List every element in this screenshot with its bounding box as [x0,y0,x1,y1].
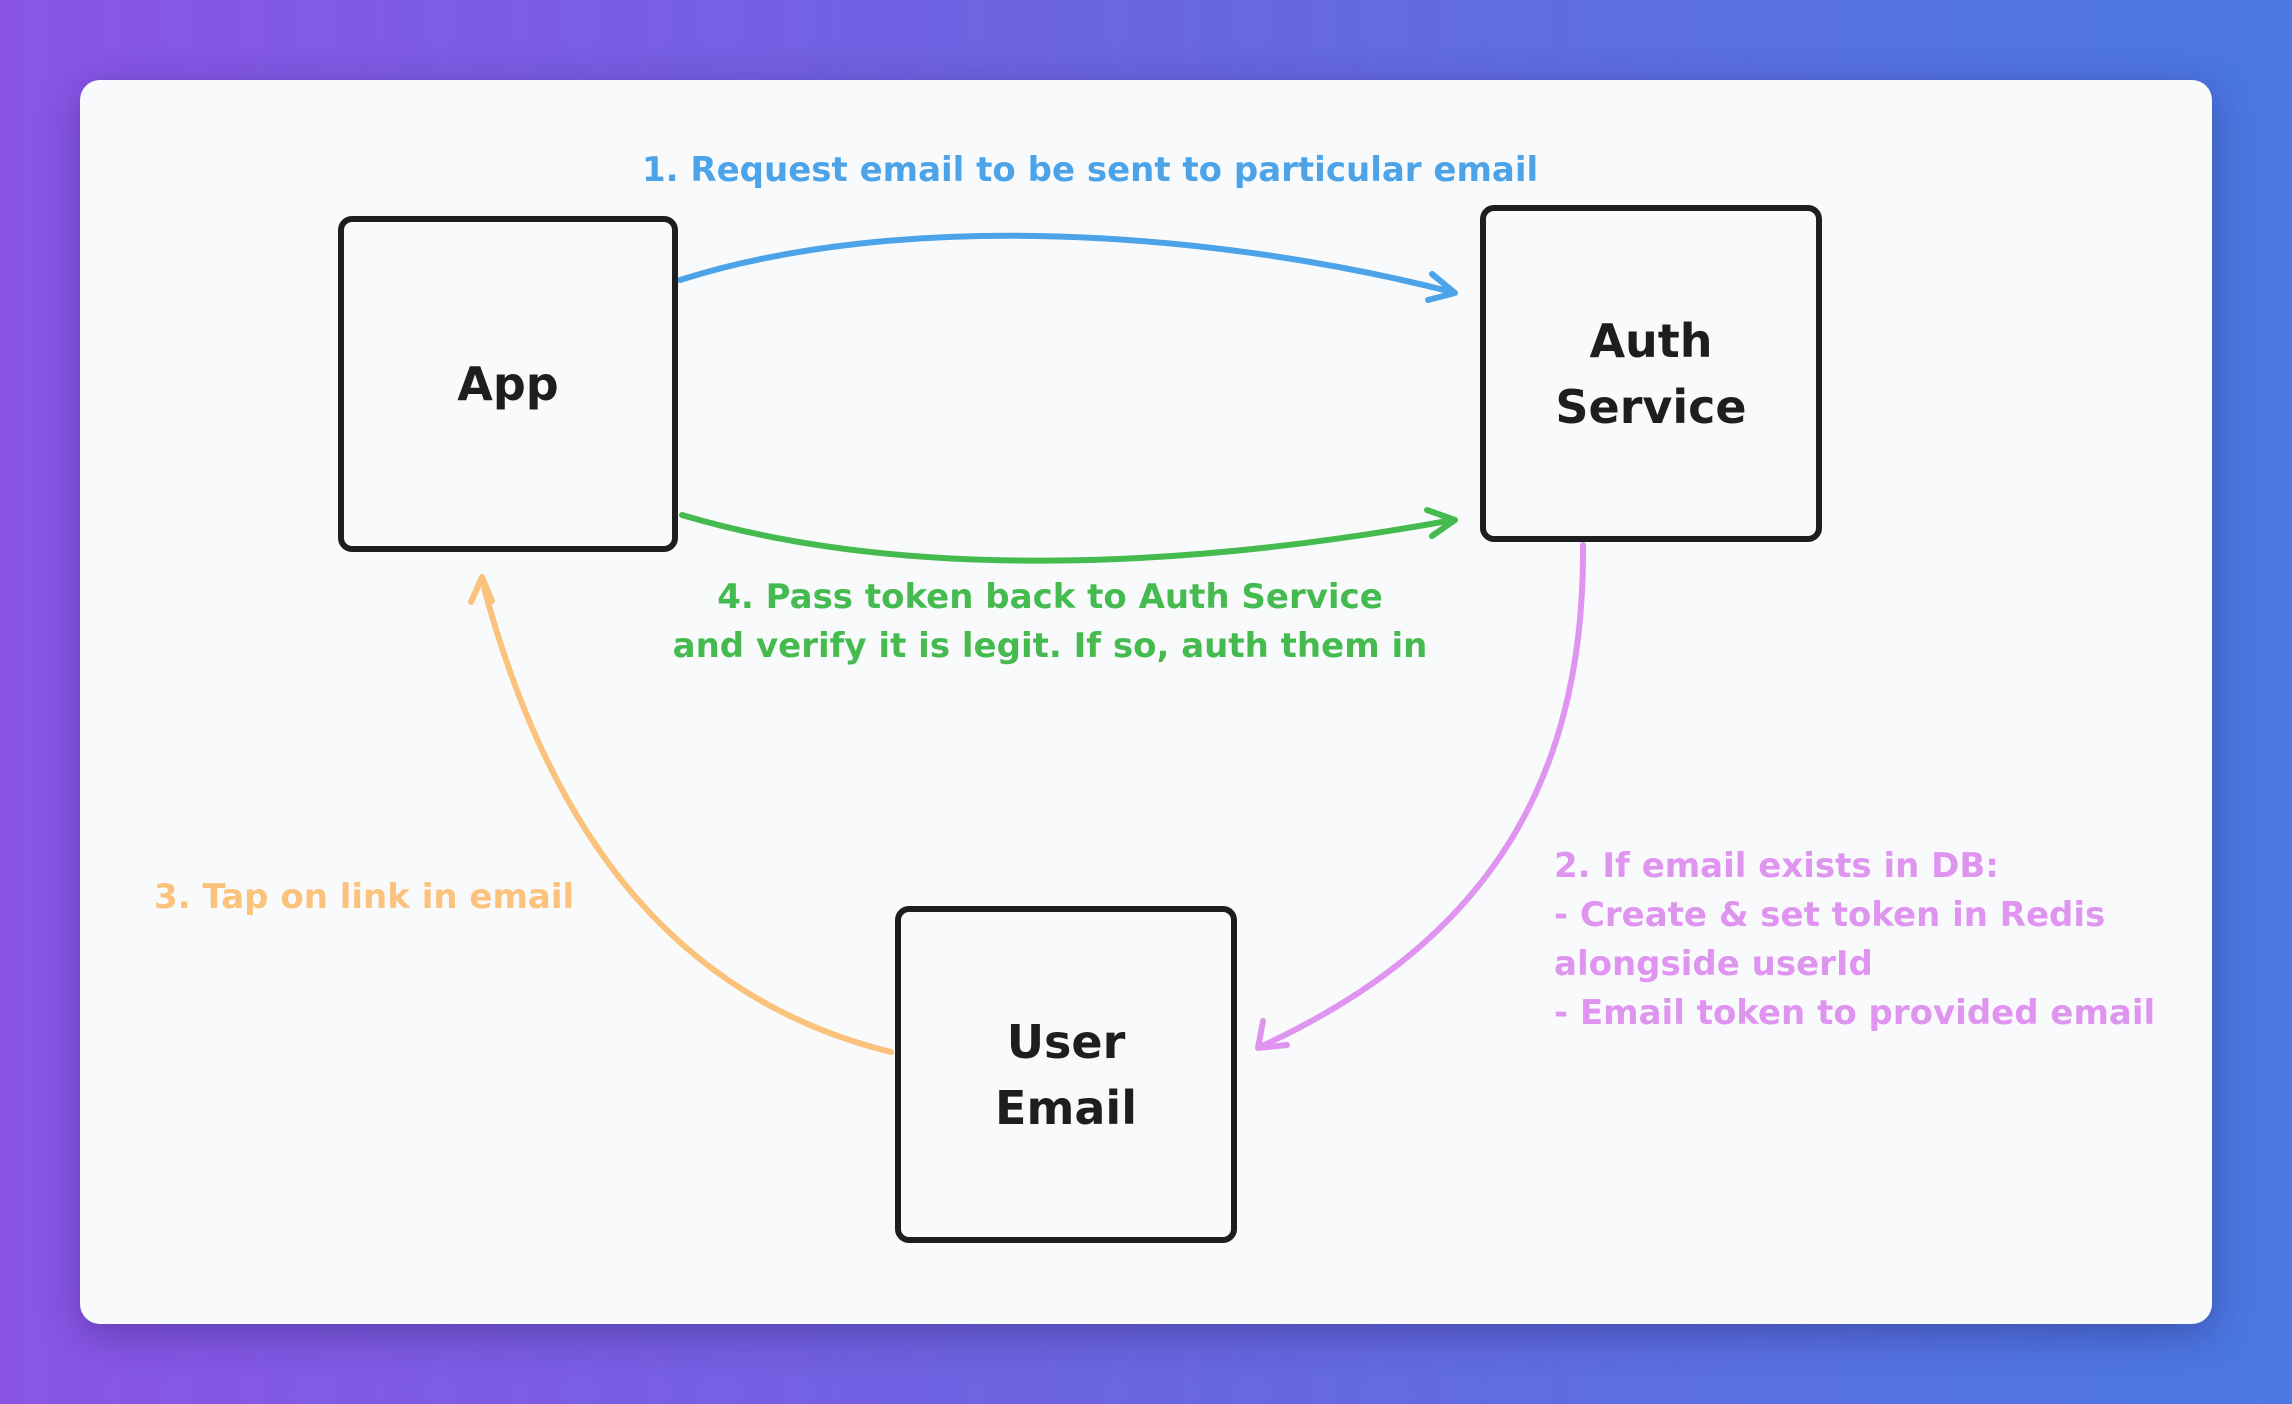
step2-label: 2. If email exists in DB: - Create & set… [1554,842,2155,1038]
user-email-box: User Email [895,906,1237,1243]
step2-line: 2. If email exists in DB: [1554,846,1999,886]
auth-service-box-label: Auth Service [1555,313,1747,434]
arrow-pass-token [679,507,1458,564]
app-box: App [338,216,678,552]
arrows-layer [468,232,1587,1055]
step1-label: 1. Request email to be sent to particula… [642,150,1539,190]
step2-line: alongside userId [1554,944,1873,984]
step4-label: 4. Pass token back to Auth Service and v… [672,577,1428,666]
user-email-box-label: User Email [995,1014,1137,1135]
step2-line: - Email token to provided email [1554,993,2156,1033]
step3-label: 3. Tap on link in email [154,877,575,917]
step2-line: - Create & set token in Redis [1554,895,2106,935]
app-box-label: App [457,357,559,411]
auth-service-box: Auth Service [1480,205,1822,542]
arrow-request-email [677,232,1458,303]
arrow-tap-link [468,574,894,1055]
diagram-canvas: App Auth Service User Email 1. Request e… [80,80,2212,1324]
arrow-email-token [1255,542,1587,1051]
